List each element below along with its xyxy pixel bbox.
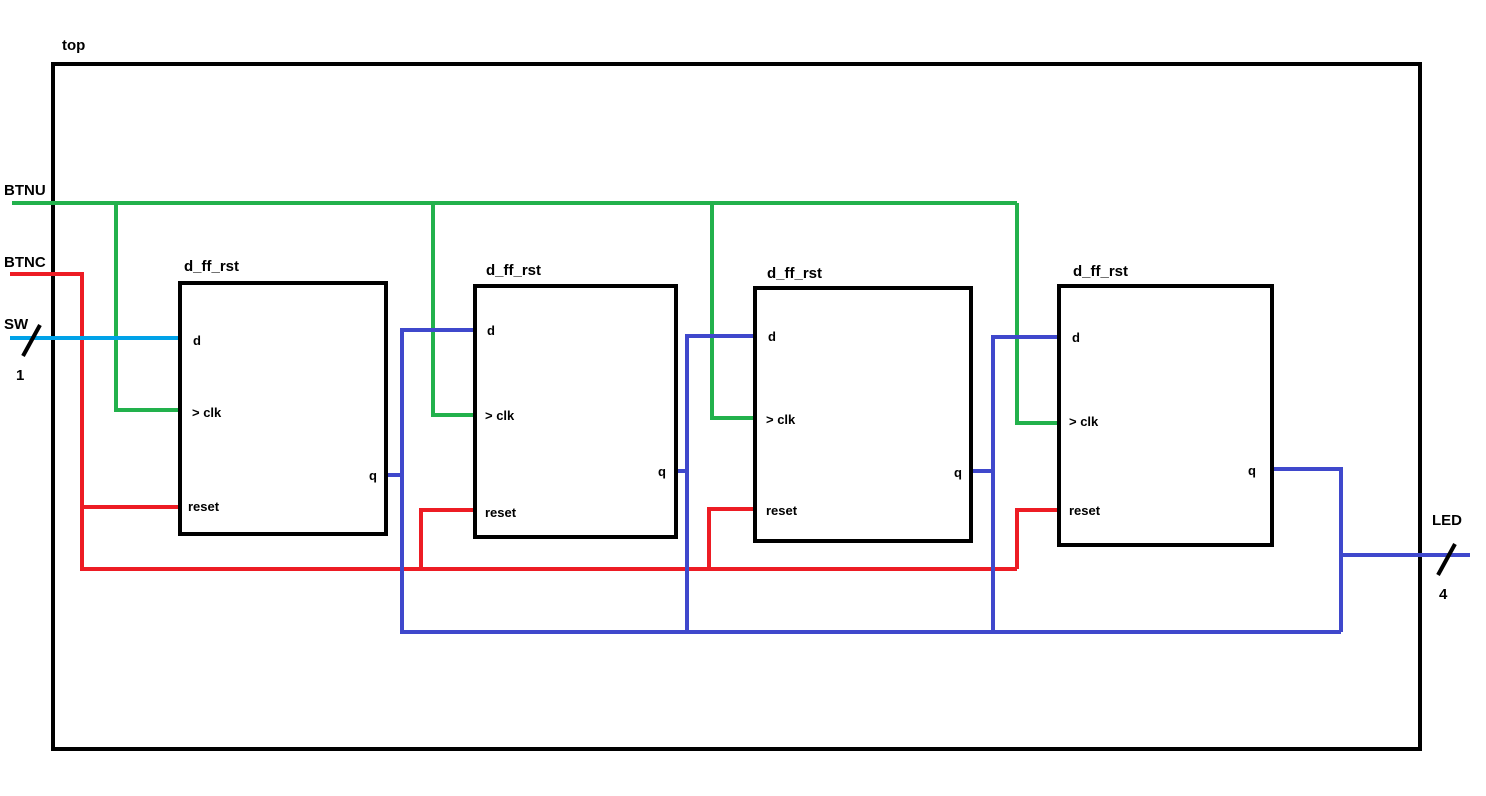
port-led-width-label: 4 <box>1439 586 1448 603</box>
reset-input-wire <box>10 272 1017 571</box>
clock-net <box>12 201 1059 425</box>
port-led-label: LED <box>1432 512 1462 529</box>
led-bus-width-slash <box>1436 543 1457 576</box>
flip-flop-box <box>753 286 973 543</box>
module-name-label: top <box>62 37 85 54</box>
flip-flop-name: d_ff_rst <box>184 258 239 275</box>
pin-reset-label: reset <box>188 499 220 514</box>
pin-d-label: d <box>487 323 495 338</box>
pin-reset-label: reset <box>766 503 798 518</box>
pin-reset-label: reset <box>485 505 517 520</box>
pin-clk-label: > clk <box>485 408 515 423</box>
pin-reset-label: reset <box>1069 503 1101 518</box>
pin-clk-label: > clk <box>1069 414 1099 429</box>
sw-bus-width-slash <box>21 324 42 357</box>
led-bundle-return <box>400 330 1341 634</box>
pin-q-label: q <box>954 465 962 480</box>
flip-flop-1: d_ff_rst d > clk reset q <box>178 258 388 536</box>
data-net <box>386 328 1470 634</box>
clock-branch-ff3 <box>710 203 755 420</box>
pin-q-label: q <box>1248 463 1256 478</box>
port-sw-width-label: 1 <box>16 367 24 384</box>
reset-branch-ff3 <box>707 507 755 569</box>
pin-clk-label: > clk <box>192 405 222 420</box>
flip-flop-3: d_ff_rst d > clk reset q <box>753 265 973 543</box>
port-btnc-label: BTNC <box>4 254 46 271</box>
pin-q-label: q <box>658 464 666 479</box>
flip-flop-name: d_ff_rst <box>1073 263 1128 280</box>
pin-d-label: d <box>193 333 201 348</box>
flip-flop-box <box>178 281 388 536</box>
flip-flop-name: d_ff_rst <box>767 265 822 282</box>
flip-flop-4: d_ff_rst d > clk reset q <box>1057 263 1274 547</box>
pin-clk-label: > clk <box>766 412 796 427</box>
flip-flop-2: d_ff_rst d > clk reset q <box>473 262 678 539</box>
reset-branch-ff4 <box>1015 508 1059 569</box>
flip-flop-name: d_ff_rst <box>486 262 541 279</box>
port-btnu-label: BTNU <box>4 182 46 199</box>
pin-q-label: q <box>369 468 377 483</box>
reset-branch-ff2 <box>419 508 475 569</box>
flip-flop-box <box>1057 284 1274 547</box>
reset-net <box>10 272 1059 571</box>
clock-branch-ff1 <box>114 203 180 412</box>
top-module-boundary <box>51 62 1422 751</box>
clock-branch-ff2 <box>431 203 475 417</box>
pin-d-label: d <box>1072 330 1080 345</box>
pin-d-label: d <box>768 329 776 344</box>
q1-to-d2-wire <box>386 328 475 477</box>
port-sw-label: SW <box>4 316 29 333</box>
clock-branch-ff4 <box>1015 203 1059 425</box>
q4-output-wire <box>1272 467 1343 632</box>
flip-flop-box <box>473 284 678 539</box>
